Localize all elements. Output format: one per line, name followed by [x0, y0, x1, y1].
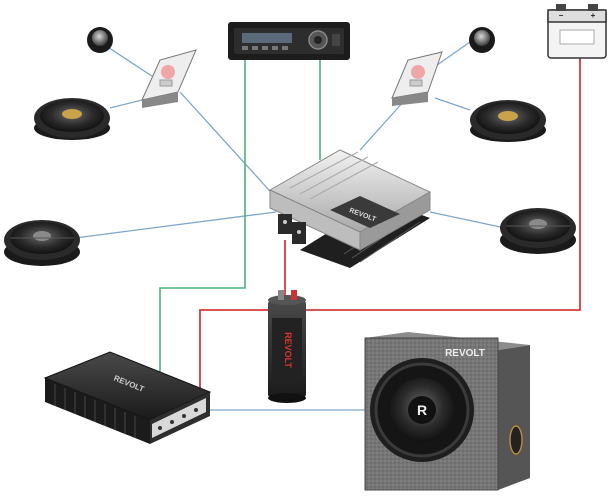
- subwoofer-logo-letter: R: [417, 402, 427, 418]
- power-wires: [199, 58, 581, 388]
- subwoofer-box-brand-label: REVOLT: [445, 348, 485, 359]
- remote-turn-on-wires: [159, 60, 321, 376]
- four-channel-amplifier: REVOLT: [268, 149, 432, 268]
- capacitor-brand-label: REVOLT: [283, 332, 293, 368]
- coaxial-speaker-right: [500, 208, 576, 254]
- crossover-right: [391, 51, 443, 106]
- subwoofer-box: REVOLT R: [364, 332, 530, 491]
- tweeter-right: [469, 27, 495, 53]
- coaxial-speaker-left: [4, 220, 80, 266]
- svg-text:−: −: [559, 11, 564, 20]
- crossover-left: [141, 49, 197, 108]
- battery: − +: [547, 4, 607, 59]
- mono-amplifier: REVOLT: [43, 351, 212, 444]
- svg-text:+: +: [591, 11, 596, 20]
- signal-wires: [74, 41, 506, 411]
- capacitor: REVOLT: [268, 290, 306, 403]
- component-woofer-right: [470, 100, 546, 142]
- component-woofer-left: [34, 98, 110, 140]
- head-unit: [228, 22, 350, 60]
- tweeter-left: [87, 27, 113, 53]
